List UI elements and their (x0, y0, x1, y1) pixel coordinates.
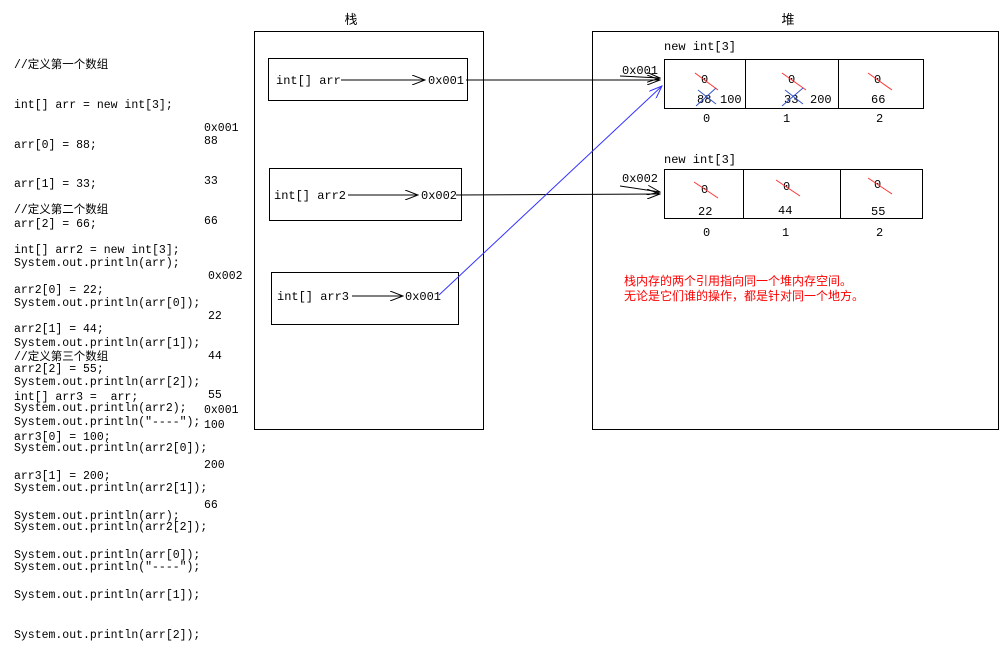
strike-mark (784, 89, 804, 105)
code-line: int[] arr2 = new int[3]; (14, 244, 180, 258)
output-value: 0x001 (204, 404, 239, 418)
cell-value: 200 (810, 93, 832, 107)
strike-mark (693, 181, 719, 199)
code-line: System.out.println(arr[2]); (14, 376, 201, 390)
strike-mark (781, 72, 807, 91)
code-line: System.out.println(arr); (14, 509, 180, 523)
code-line: System.out.println(arr[2]); (14, 628, 201, 642)
cell-value: 100 (720, 93, 742, 107)
heap-array-0x002: new int[3] 0x002 0 22 0 44 0 55 0 1 2 (622, 153, 923, 240)
output-column-1: 0x001 (204, 96, 239, 162)
output-value: 66 (204, 214, 218, 228)
cell-old-value: 33 (784, 93, 798, 107)
cell-value: 22 (698, 205, 712, 219)
heap-array-0x001: new int[3] 0x001 0 88 100 0 33 200 0 66 … (622, 40, 924, 126)
reference-arrow-arr3 (438, 86, 662, 296)
cell-index: 0 (703, 112, 710, 126)
output-value: 66 (204, 498, 218, 512)
code-line: arr[1] = 33; (14, 178, 97, 192)
stack-var-value: 0x001 (428, 74, 464, 88)
output-column-2: 0x002 22 44 55 (208, 244, 243, 429)
strike-mark (781, 87, 804, 107)
reference-arrow-arr2 (455, 194, 660, 195)
output-value: 100 (204, 419, 225, 433)
heap-array-box (664, 59, 924, 109)
code-line: arr3[1] = 200; (14, 470, 111, 484)
stack-var-arr: int[] arr 0x001 (268, 58, 468, 101)
heap-array-address: 0x002 (622, 172, 658, 186)
stack-title: 栈 (344, 12, 357, 27)
heap-array-box (664, 169, 923, 219)
cell-index: 1 (782, 226, 789, 240)
explanation-note: 栈内存的两个引用指向同一个堆内存空间。 无论是它们谁的操作，都是针对同一个地方。 (624, 274, 864, 304)
diagram-canvas: //定义第一个数组 int[] arr = new int[3]; arr[0]… (14, 12, 999, 642)
code-line: System.out.println(arr[1]); (14, 589, 201, 603)
code-line: System.out.println(arr[0]); (14, 549, 201, 563)
code-line: //定义第二个数组 (14, 204, 109, 218)
code-line: arr3[0] = 100; (14, 430, 111, 444)
code-line: System.out.println(arr[1]); (14, 336, 201, 350)
cell-value: 55 (871, 205, 885, 219)
code-line: int[] arr = new int[3]; (14, 99, 173, 113)
stack-var-value: 0x001 (405, 290, 441, 304)
address-arrow-0x001 (619, 76, 660, 78)
heap-title: 堆 (781, 12, 794, 27)
cell-index: 2 (876, 112, 883, 126)
cell-index: 2 (876, 226, 883, 240)
cell-value: 66 (871, 93, 885, 107)
strike-mark (775, 179, 801, 197)
code-block-1: //定义第一个数组 int[] arr = new int[3]; arr[0]… (14, 33, 200, 456)
code-line: int[] arr3 = arr; (14, 391, 139, 405)
address-arrow-0x002 (619, 186, 660, 192)
note-line: 无论是它们谁的操作，都是针对同一个地方。 (624, 289, 865, 303)
stack-var-arr3: int[] arr3 0x001 (271, 272, 459, 325)
strike-mark (867, 72, 893, 91)
output-column-3: 0x001 (204, 378, 239, 444)
output-value: 0x002 (208, 270, 243, 284)
output-column-1b: 88 33 66 (204, 109, 232, 254)
heap-panel (592, 31, 999, 430)
strike-mark (697, 89, 717, 105)
output-value: 22 (208, 310, 222, 324)
strike-mark (694, 72, 719, 91)
stack-panel (254, 31, 484, 430)
strike-mark (867, 177, 893, 195)
code-line: arr[2] = 66; (14, 217, 97, 231)
output-value: 88 (204, 135, 218, 149)
stack-var-label: int[] arr3 (277, 290, 349, 304)
stack-var-arr2: int[] arr2 0x002 (269, 168, 462, 221)
code-line: //定义第一个数组 (14, 59, 109, 73)
stack-var-label: int[] arr (276, 74, 341, 88)
cell-index: 1 (783, 112, 790, 126)
stack-var-box (271, 272, 459, 325)
code-line: arr2[2] = 55; (14, 362, 104, 376)
code-line: System.out.println(arr[0]); (14, 297, 201, 311)
code-line: System.out.println(arr); (14, 257, 180, 271)
code-line: arr2[0] = 22; (14, 283, 104, 297)
cell-value: 44 (778, 204, 792, 218)
stack-var-value: 0x002 (421, 189, 457, 203)
stack-var-label: int[] arr2 (274, 189, 346, 203)
cell-initial-value: 0 (701, 183, 708, 197)
output-value: 33 (204, 175, 218, 189)
code-line: arr2[1] = 44; (14, 323, 104, 337)
memory-diagram: 栈 堆 int[] arr 0x001 int[] arr2 0x002 int… (254, 12, 999, 430)
cell-index: 0 (703, 226, 710, 240)
code-line: arr[0] = 88; (14, 138, 97, 152)
output-value: 44 (208, 349, 222, 363)
heap-array-caption: new int[3] (664, 153, 736, 167)
strike-mark (695, 87, 717, 107)
code-line: System.out.println("----"); (14, 415, 201, 429)
output-value: 0x001 (204, 122, 239, 136)
output-value: 200 (204, 459, 225, 473)
cell-old-value: 88 (697, 93, 711, 107)
code-line: //定义第三个数组 (14, 351, 109, 365)
note-line: 栈内存的两个引用指向同一个堆内存空间。 (624, 274, 853, 288)
code-line: System.out.println(arr2); (14, 402, 187, 416)
heap-array-caption: new int[3] (664, 40, 736, 54)
output-value: 55 (208, 389, 222, 403)
